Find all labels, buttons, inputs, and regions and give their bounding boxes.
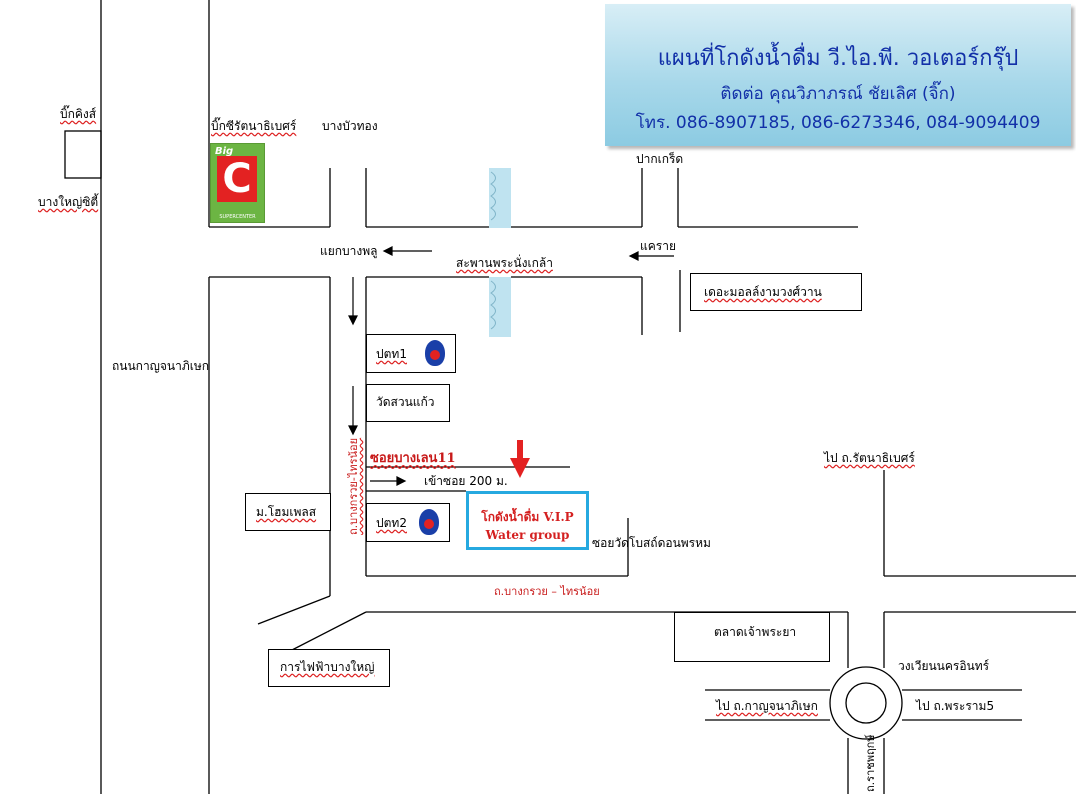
road-line xyxy=(291,611,367,651)
label-ratchaphruek-road: ถ.ราชพฤกษ์ xyxy=(864,734,877,792)
direction-arrows xyxy=(348,246,674,486)
roundabout-outer xyxy=(829,666,903,740)
label-home-place: ม.โฮมเพลส xyxy=(256,505,317,519)
label-to-ratanathibet: ไป ถ.รัตนาธิเบศร์ xyxy=(824,451,915,465)
label-big-c: บิ๊กซีรัตนาธิเบศร์ xyxy=(211,119,297,133)
road-line xyxy=(257,595,331,625)
header-banner: แผนที่โกดังน้ำดื่ม วี.ไอ.พี. วอเตอร์กรุ๊… xyxy=(605,4,1071,146)
label-bang-yai-city: บางใหญ่ซิตี้ xyxy=(38,195,99,209)
the-mall-box xyxy=(690,273,862,311)
label-pea-bang-yai: การไฟฟ้าบางใหญ่ xyxy=(280,660,375,674)
label-khae-rai: แคราย xyxy=(640,239,676,253)
label-bang-kruai-road-vertical: ถ.บางกรวย-ไทรน้อย xyxy=(347,437,360,535)
label-wat-suan-kaeo: วัดสวนแก้ว xyxy=(376,395,435,409)
label-enter-soi: เข้าซอย 200 ม. xyxy=(424,474,508,488)
destination-arrow xyxy=(510,440,530,478)
roundabout-inner xyxy=(845,682,887,724)
label-kanchanaphisek-road: ถนนกาญจนาภิเษก xyxy=(112,359,210,373)
home-place-box xyxy=(245,493,331,531)
label-pak-kret: ปากเกร็ด xyxy=(636,152,684,166)
ptt-logo-icon xyxy=(425,340,445,366)
ptt-logo-icon xyxy=(419,509,439,535)
label-to-rama5: ไป ถ.พระราม5 xyxy=(916,699,995,713)
label-ptt1: ปตท1 xyxy=(376,347,407,361)
label-the-mall: เดอะมอลล์งามวงศ์วาน xyxy=(704,285,822,299)
label-talat-chao-phraya: ตลาดเจ้าพระยา xyxy=(714,625,797,639)
label-to-kanchanaphisek: ไป ถ.กาญจนาภิเษก xyxy=(716,699,818,713)
label-yaek-bang-phlu: แยกบางพลู xyxy=(320,244,378,258)
phone-numbers: โทร. 086-8907185, 086-6273346, 084-90944… xyxy=(635,113,1041,133)
label-big-king: บิ๊กคิงส์ xyxy=(60,107,97,121)
label-soi-wat-bot: ซอยวัดโบสถ์ดอนพรหม xyxy=(592,536,711,550)
talat-box xyxy=(674,612,830,662)
pea-box xyxy=(268,649,390,687)
destination-box: โกดังน้ำดื่ม V.I.P Water group xyxy=(466,491,589,550)
big-c-logo: Big C SUPERCENTER xyxy=(210,143,265,223)
label-bang-bua-thong: บางบัวทอง xyxy=(322,119,378,133)
label-ptt2: ปตท2 xyxy=(376,516,407,530)
label-soi-bang-len: ซอยบางเลน11 xyxy=(370,451,456,466)
river-segment xyxy=(489,277,511,337)
wat-suan-kaeo-box xyxy=(366,384,450,422)
label-bang-kruai-road: ถ.บางกรวย – ไทรน้อย xyxy=(494,585,600,598)
label-circle-nonthaburi: วงเวียนนครอินทร์ xyxy=(898,659,990,673)
label-nonthaburi-bridge: สะพานพระนั่งเกล้า xyxy=(456,256,553,270)
contact-name: ติดต่อ คุณวิภาภรณ์ ชัยเลิศ (จิ๊ก) xyxy=(720,84,956,104)
map-title: แผนที่โกดังน้ำดื่ม วี.ไอ.พี. วอเตอร์กรุ๊… xyxy=(657,46,1019,71)
river-segment xyxy=(489,168,511,228)
big-king-box xyxy=(64,130,102,179)
